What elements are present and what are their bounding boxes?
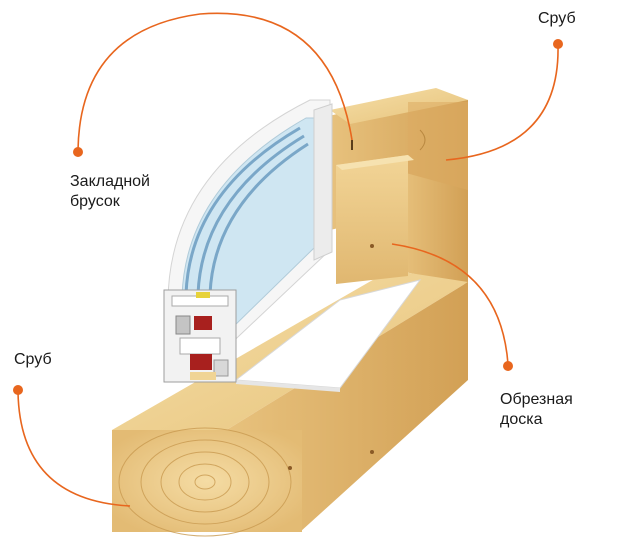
callout-lines [17, 12, 559, 507]
callout-dot-srub-left [13, 385, 23, 395]
callout-srub-left [17, 391, 131, 507]
callout-dot-obreznaya [503, 361, 513, 371]
callout-zakladnoy-brusok [77, 12, 353, 151]
callout-srub-top [445, 45, 559, 161]
label-srub-top: Сруб [538, 10, 576, 27]
end-grain-rings [118, 427, 292, 537]
right-log [395, 170, 468, 285]
callout-dots [13, 39, 563, 395]
window-sill [234, 279, 422, 392]
label-obreznaya-doska: Обрезная доска [500, 391, 573, 428]
label-srub-left: Сруб [14, 351, 52, 368]
edged-board [336, 155, 414, 284]
window-profile-section [163, 289, 237, 383]
callout-obreznaya-doska [391, 243, 509, 365]
window-frame [167, 99, 333, 353]
callout-dot-srub-top [553, 39, 563, 49]
label-zakladnoy-brusok: Закладной брусок [70, 173, 150, 210]
callout-dot-zakladnoy [73, 147, 83, 157]
